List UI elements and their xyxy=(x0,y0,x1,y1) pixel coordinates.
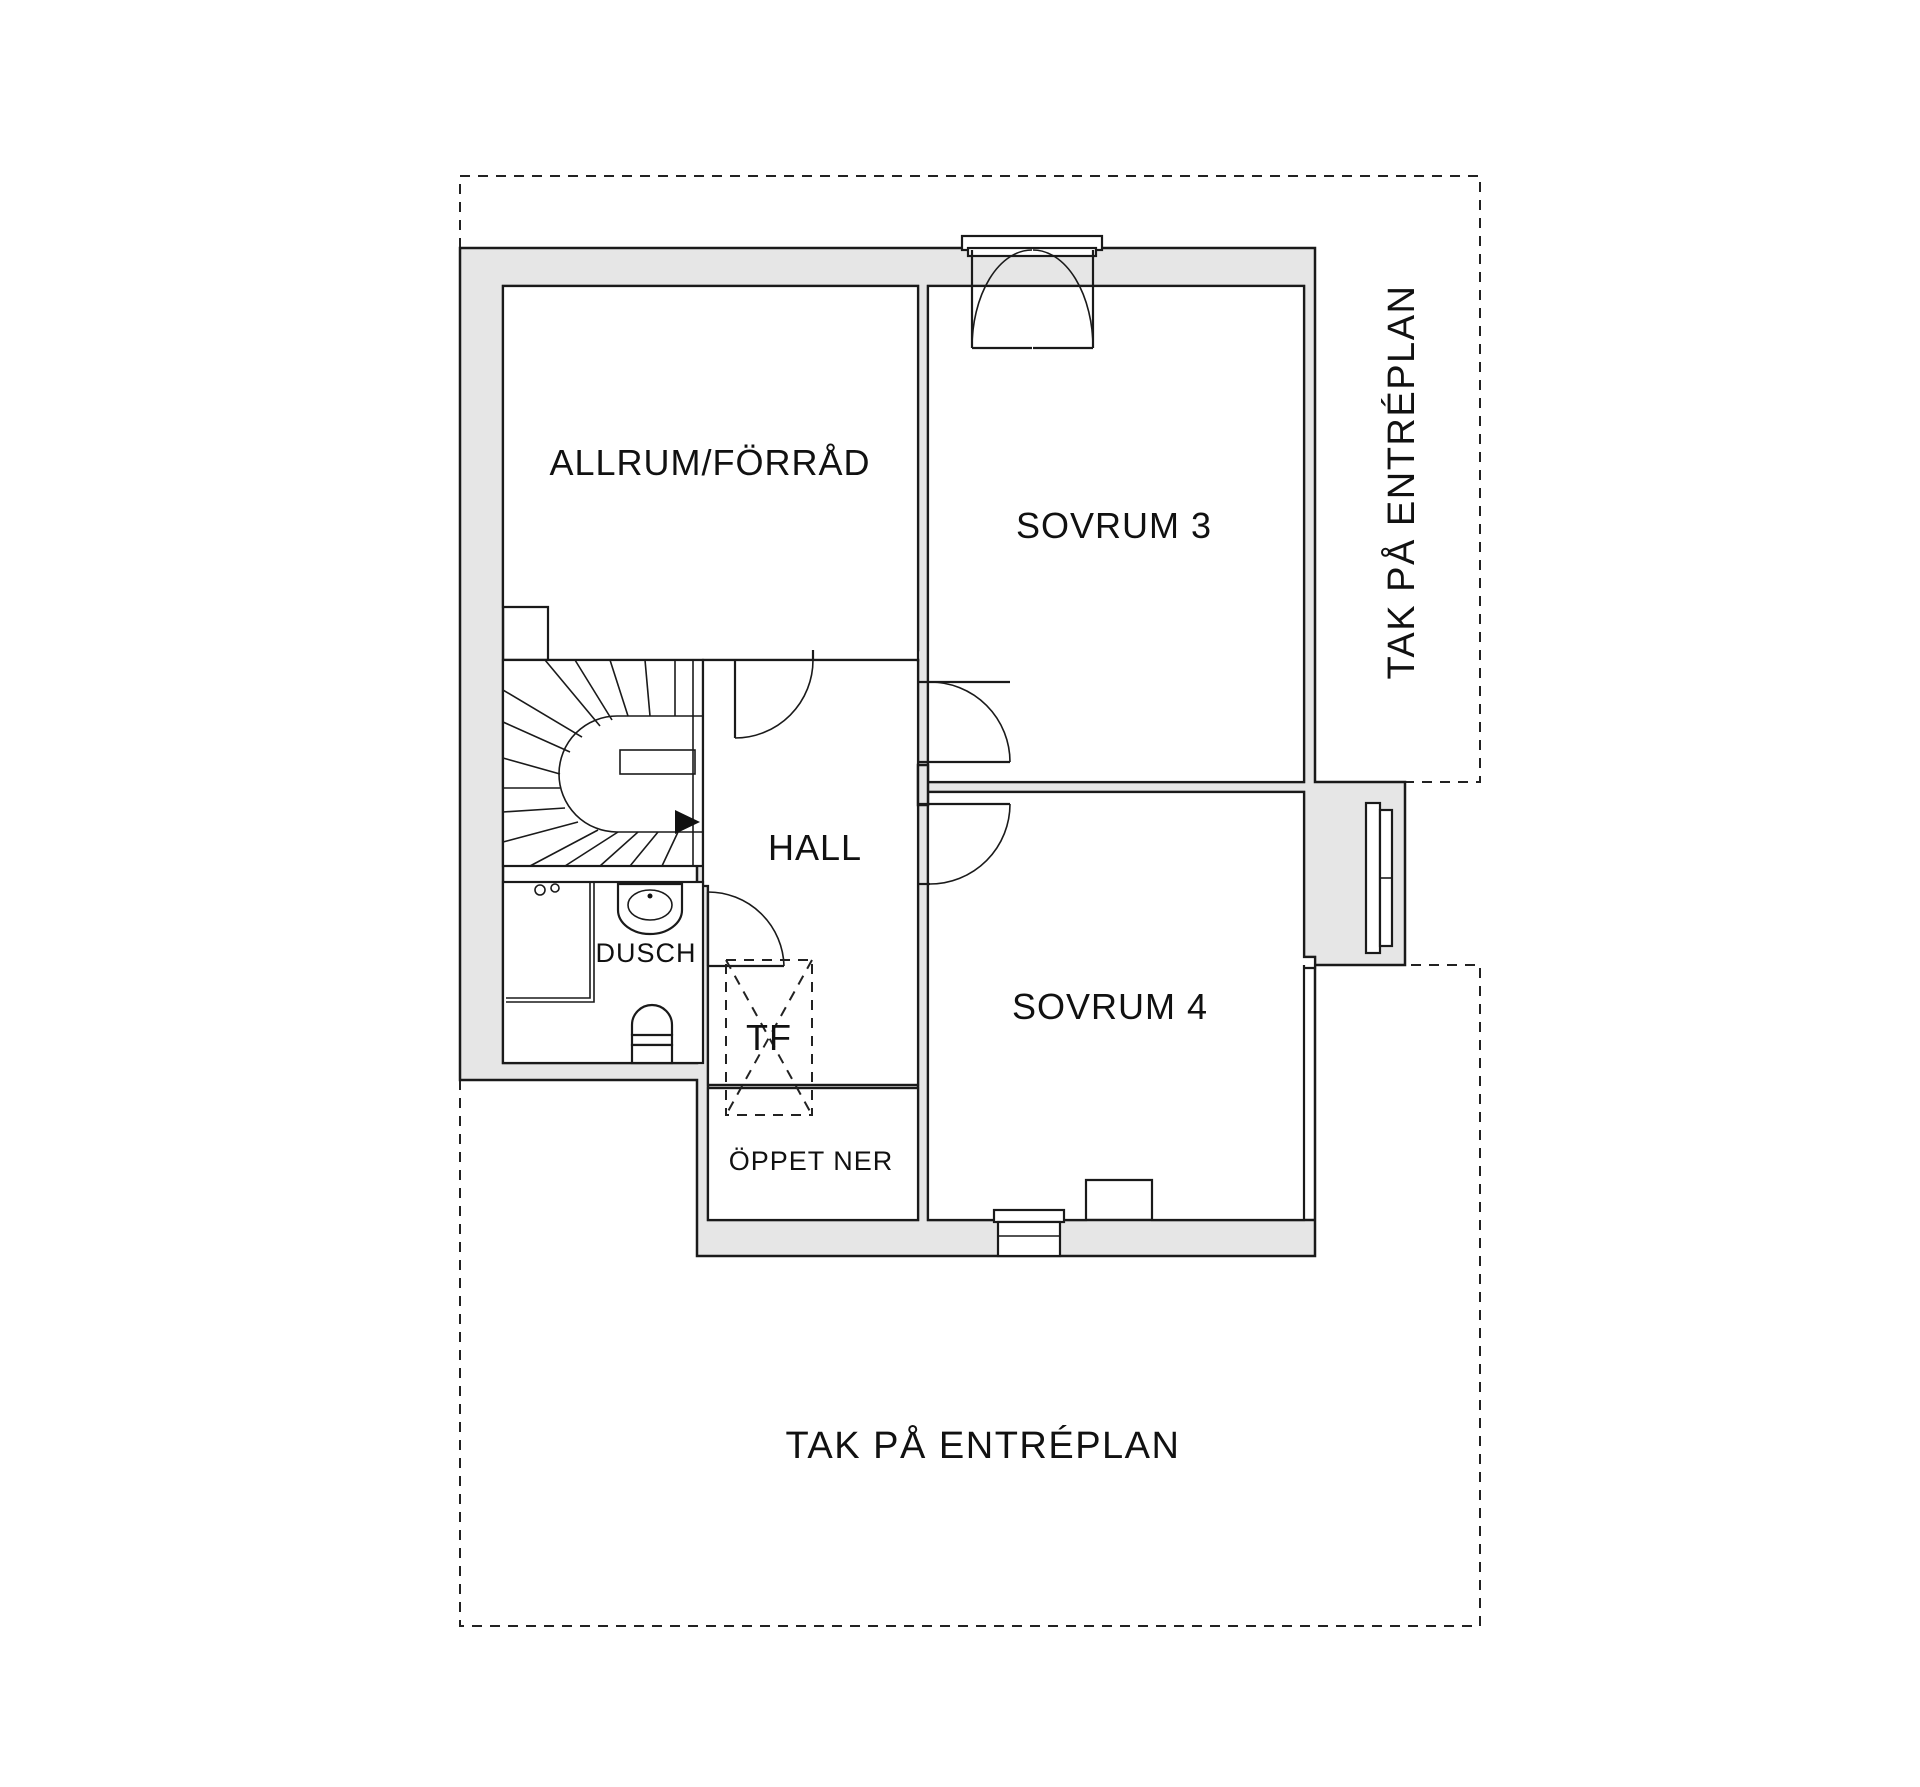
label-allrum: ALLRUM/FÖRRÅD xyxy=(549,442,870,483)
window-icon xyxy=(992,1208,1066,1258)
roof-outline xyxy=(459,175,1481,1627)
tf-hatch xyxy=(725,959,813,1116)
room-staircase xyxy=(501,658,705,868)
sink-icon xyxy=(616,882,684,936)
label-roof-right: TAK PÅ ENTRÉPLAN xyxy=(1379,285,1423,680)
window-icon xyxy=(1364,801,1394,955)
staircase-icon xyxy=(502,659,704,867)
shower-icon xyxy=(506,882,595,1003)
label-sovrum-3: SOVRUM 3 xyxy=(1016,505,1212,546)
label-sovrum-4: SOVRUM 4 xyxy=(1012,986,1208,1027)
room-sovrum-4 xyxy=(926,790,1317,1222)
label-roof-bottom: TAK PÅ ENTRÉPLAN xyxy=(786,1423,1181,1467)
toilet-icon xyxy=(630,1003,674,1065)
door-swing-icon xyxy=(706,650,1011,968)
label-dusch: DUSCH xyxy=(595,938,696,968)
label-oppet-ner: ÖPPET NER xyxy=(729,1146,894,1176)
door-swing-icon xyxy=(970,249,1095,350)
partitions xyxy=(708,660,930,1090)
window-icon xyxy=(960,234,1104,258)
label-tf: TF xyxy=(746,1017,792,1058)
room-sovrum-3 xyxy=(926,284,1306,784)
label-hall: HALL xyxy=(768,827,862,868)
